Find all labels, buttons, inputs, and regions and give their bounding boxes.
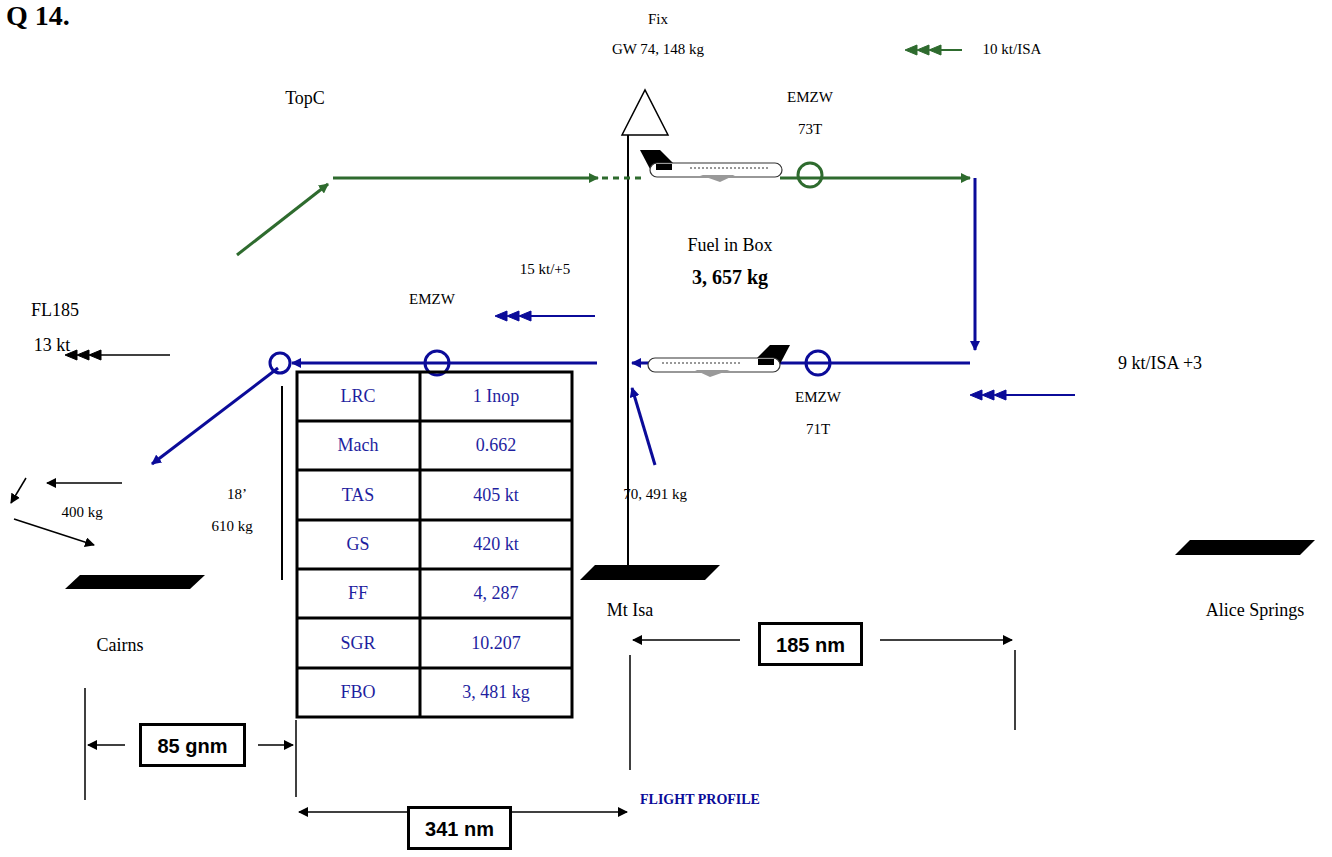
- reference-line: [281, 386, 283, 580]
- point-label: TopC: [285, 88, 325, 109]
- table-cell: 1 Inop: [473, 386, 520, 407]
- outbound-path: [237, 163, 970, 255]
- weight-label: 73T: [798, 121, 822, 138]
- distance-value: 341 nm: [410, 817, 509, 841]
- time-label: 18’: [227, 486, 247, 503]
- point-label: EMZW: [409, 291, 455, 308]
- wind-arrow: [495, 311, 595, 321]
- wind-label: 13 kt: [34, 335, 71, 356]
- table-cell: 4, 287: [474, 583, 519, 604]
- distance-box: 185 nm: [758, 622, 863, 666]
- place-label: Fix: [648, 11, 668, 28]
- profile-caption: FLIGHT PROFILE: [640, 792, 760, 808]
- table-cell: 0.662: [476, 435, 517, 456]
- aircraft-icon: [648, 345, 790, 377]
- reference-line: [627, 135, 629, 580]
- question-title: Q 14.: [6, 0, 70, 32]
- table-cell: 405 kt: [473, 484, 519, 505]
- fuel-label: 610 kg: [211, 518, 252, 535]
- runway-symbol: [1175, 540, 1315, 555]
- distance-value: 85 gnm: [142, 734, 243, 758]
- point-label: EMZW: [795, 389, 841, 406]
- distance-box: 85 gnm: [139, 723, 246, 767]
- place-label: Cairns: [97, 635, 144, 656]
- wind-label: 9 kt/ISA +3: [1118, 353, 1202, 374]
- approach-arrow: [11, 478, 122, 545]
- table-cell: LRC: [340, 386, 375, 407]
- performance-table: [297, 372, 572, 717]
- weight-label: 71T: [806, 421, 830, 438]
- fix-triangle: [622, 90, 668, 135]
- table-cell: 420 kt: [473, 534, 519, 555]
- wind-label: 10 kt/ISA: [983, 41, 1042, 58]
- table-cell: Mach: [338, 435, 379, 456]
- point-label: EMZW: [787, 89, 833, 106]
- wind-label: 15 kt/+5: [520, 261, 571, 278]
- fuel-label: Fuel in Box: [687, 235, 772, 256]
- runway-symbol: [65, 575, 205, 589]
- table-cell: 10.207: [471, 632, 521, 653]
- table-cell: FF: [348, 583, 368, 604]
- place-label: Mt Isa: [607, 600, 654, 621]
- weight-label: 70, 491 kg: [623, 486, 687, 503]
- fuel-value: 3, 657 kg: [692, 266, 768, 289]
- wind-arrow: [970, 390, 1075, 400]
- table-cell: SGR: [340, 632, 375, 653]
- table-cell: FBO: [340, 681, 375, 702]
- weight-label: GW 74, 148 kg: [612, 41, 704, 58]
- distance-box: 341 nm: [407, 806, 512, 850]
- table-cell: GS: [346, 534, 369, 555]
- return-path: [152, 178, 975, 465]
- place-label: Alice Springs: [1206, 600, 1305, 621]
- table-cell: 3, 481 kg: [462, 681, 530, 702]
- level-label: FL185: [31, 300, 79, 321]
- wind-arrow: [65, 350, 170, 360]
- distance-value: 185 nm: [761, 633, 860, 657]
- wind-arrow: [905, 45, 962, 55]
- runway-symbol: [580, 565, 720, 580]
- dimension-line: [85, 640, 1015, 812]
- table-cell: TAS: [342, 484, 375, 505]
- fuel-label: 400 kg: [61, 504, 102, 521]
- aircraft-icon: [640, 150, 782, 182]
